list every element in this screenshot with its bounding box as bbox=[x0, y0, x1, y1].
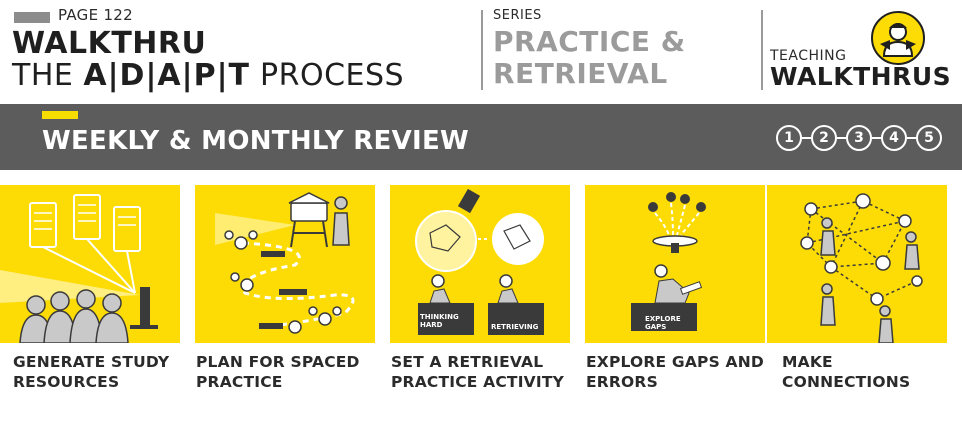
panel-plan-spaced-practice bbox=[195, 185, 375, 343]
page-number: PAGE 122 bbox=[58, 6, 133, 24]
caption-line: ERRORS bbox=[586, 373, 658, 391]
step-5[interactable]: 5 bbox=[916, 125, 942, 151]
step-2[interactable]: 2 bbox=[811, 125, 837, 151]
header-divider bbox=[761, 10, 763, 90]
spaced-practice-path-icon bbox=[215, 192, 355, 334]
page-header: PAGE 122 WALKTHRU THE A|D|A|P|T PROCESS … bbox=[0, 0, 962, 100]
series-title-line2: RETRIEVAL bbox=[493, 57, 668, 90]
box-label-thinking: THINKING HARD bbox=[420, 313, 459, 329]
connections-network-icon bbox=[800, 193, 923, 343]
caption-panel-3: SET A RETRIEVAL PRACTICE ACTIVITY bbox=[391, 352, 564, 392]
panel-generate-study-resources bbox=[0, 185, 180, 343]
step-connector bbox=[802, 137, 811, 139]
box-label-retrieving: RETRIEVING bbox=[491, 323, 539, 331]
caption-panel-1: GENERATE STUDY RESOURCES bbox=[13, 352, 169, 392]
band-accent-bar bbox=[42, 111, 78, 119]
caption-panel-4: EXPLORE GAPS AND ERRORS bbox=[586, 352, 764, 392]
panel-make-connections bbox=[767, 185, 947, 343]
caption-line: GENERATE STUDY bbox=[13, 353, 170, 371]
header-divider bbox=[481, 10, 483, 90]
adapt-letters: A|D|A|P|T bbox=[83, 58, 250, 93]
panel-explore-gaps: EXPLORE GAPS bbox=[585, 185, 765, 343]
step-1[interactable]: 1 bbox=[776, 125, 802, 151]
retrieval-thinking-icon bbox=[415, 188, 544, 335]
title-prefix: THE bbox=[12, 58, 84, 93]
step-3[interactable]: 3 bbox=[846, 125, 872, 151]
teacher-face-icon bbox=[871, 11, 925, 65]
caption-line: PRACTICE ACTIVITY bbox=[391, 373, 565, 391]
walkthru-title: WALKTHRU bbox=[12, 26, 207, 61]
brand-line2: WALKTHRUS bbox=[770, 62, 952, 91]
series-label: SERIES bbox=[493, 8, 542, 23]
students-at-computer-icon bbox=[0, 194, 158, 343]
panel-retrieval-activity: THINKING HARD RETRIEVING bbox=[390, 185, 570, 343]
step-connector bbox=[837, 137, 846, 139]
caption-panel-5: MAKE CONNECTIONS bbox=[782, 352, 962, 392]
step-4[interactable]: 4 bbox=[881, 125, 907, 151]
caption-line: EXPLORE GAPS AND bbox=[586, 353, 764, 371]
caption-line: PRACTICE bbox=[196, 373, 283, 391]
brand-line1: TEACHING bbox=[770, 48, 847, 64]
box-label-explore: EXPLORE GAPS bbox=[645, 315, 681, 331]
page-bar-decoration bbox=[14, 12, 50, 23]
adapt-process-title: THE A|D|A|P|T PROCESS bbox=[12, 60, 404, 92]
caption-line: SET A RETRIEVAL bbox=[391, 353, 544, 371]
step-indicators: 1 2 3 4 5 bbox=[776, 124, 942, 152]
step-connector bbox=[907, 137, 916, 139]
explore-gaps-icon bbox=[631, 192, 706, 331]
step-connector bbox=[872, 137, 881, 139]
series-title-line1: PRACTICE & bbox=[493, 25, 686, 58]
caption-line: MAKE CONNECTIONS bbox=[782, 353, 911, 391]
band-title: WEEKLY & MONTHLY REVIEW bbox=[42, 126, 470, 156]
caption-line: RESOURCES bbox=[13, 373, 120, 391]
title-suffix: PROCESS bbox=[250, 58, 405, 93]
caption-panel-2: PLAN FOR SPACED PRACTICE bbox=[196, 352, 360, 392]
caption-line: PLAN FOR SPACED bbox=[196, 353, 360, 371]
